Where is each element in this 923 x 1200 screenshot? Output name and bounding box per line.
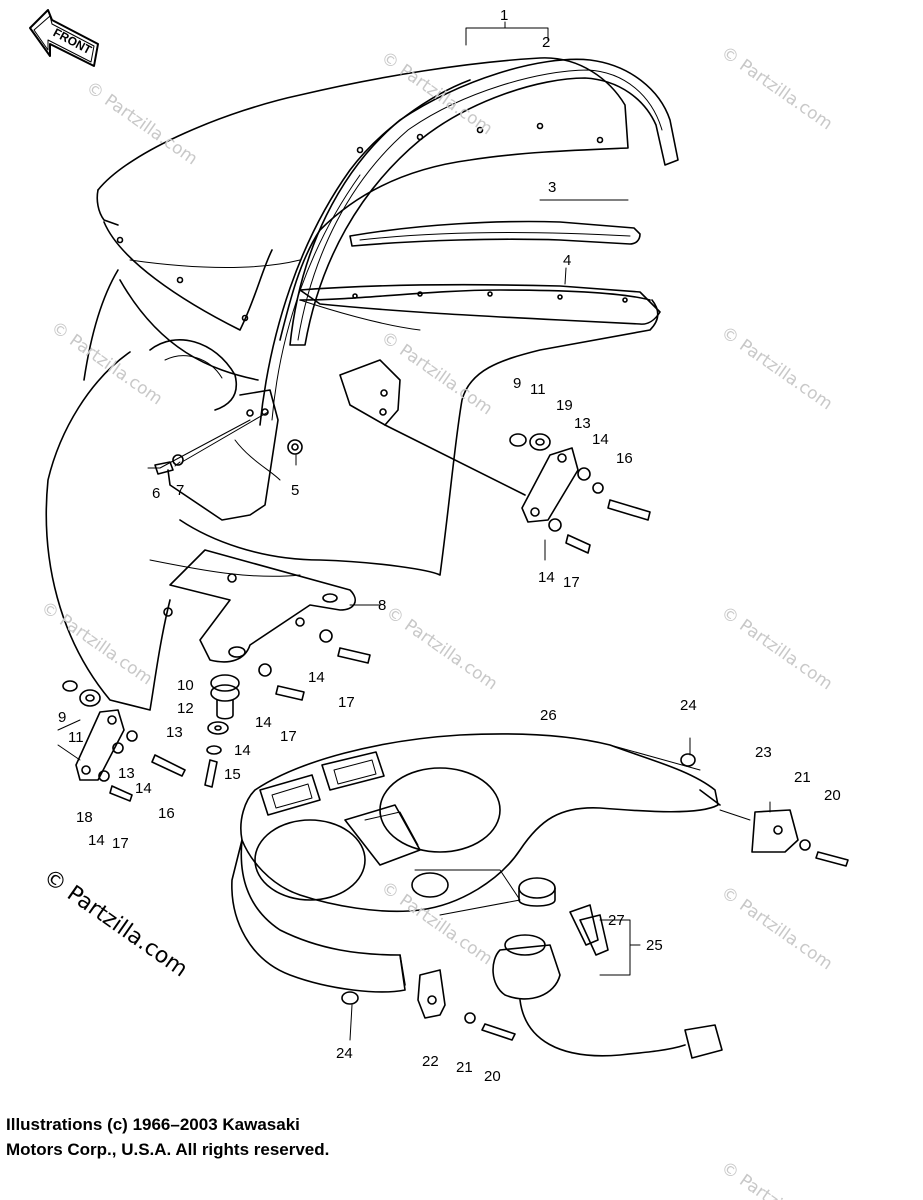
callout-13b: 13 — [166, 724, 183, 741]
bracket-8 — [163, 549, 371, 664]
callout-9a: 9 — [513, 375, 521, 392]
callout-14f: 14 — [135, 780, 152, 797]
callout-6: 6 — [152, 485, 160, 502]
watermark: © Partzilla.com — [37, 598, 156, 690]
end-bracket-right — [719, 809, 849, 867]
callout-14c: 14 — [308, 669, 325, 686]
callout-21a: 21 — [794, 769, 811, 786]
watermark: © Partzilla.com — [382, 603, 501, 695]
callout-24a: 24 — [680, 697, 697, 714]
inner-bracket — [154, 389, 303, 521]
callout-2: 2 — [542, 34, 550, 51]
watermark: © Partzilla.com — [377, 328, 496, 420]
left-mount-hardware — [62, 680, 186, 802]
callout-27: 27 — [608, 912, 625, 929]
callout-5: 5 — [291, 482, 299, 499]
end-bracket-lower — [341, 969, 516, 1041]
callout-17c: 17 — [280, 728, 297, 745]
callout-21b: 21 — [456, 1059, 473, 1076]
callout-14e: 14 — [255, 714, 272, 731]
callout-13c: 13 — [118, 765, 135, 782]
callout-18: 18 — [76, 809, 93, 826]
callout-9b: 9 — [58, 709, 66, 726]
callout-23: 23 — [755, 744, 772, 761]
callout-14d: 14 — [234, 742, 251, 759]
callouts: 1 2 3 4 5 6 7 8 9 11 19 13 14 16 14 17 1… — [58, 7, 841, 1085]
callout-8: 8 — [378, 597, 386, 614]
callout-25: 25 — [646, 937, 663, 954]
callout-10: 10 — [177, 677, 194, 694]
trim-strip-3 — [349, 220, 641, 247]
callout-16b: 16 — [158, 805, 175, 822]
watermark: © Partzilla.com — [717, 323, 836, 415]
callout-15: 15 — [224, 766, 241, 783]
watermark: © Partzilla.com — [717, 603, 836, 695]
copyright-notice: Illustrations (c) 1966–2003 Kawasaki Mot… — [6, 1112, 329, 1162]
callout-14g: 14 — [88, 832, 105, 849]
watermark: © Partzilla.com — [717, 1158, 836, 1200]
copyright-line-2: Motors Corp., U.S.A. All rights reserved… — [6, 1140, 330, 1159]
watermark: © Partzilla.com — [717, 883, 836, 975]
front-arrow-icon — [29, 9, 99, 67]
watermark: © Partzilla.com — [47, 318, 166, 410]
watermarks: © Partzilla.com © Partzilla.com © Partzi… — [37, 43, 836, 1200]
nut-24-upper — [680, 753, 696, 767]
callout-12: 12 — [177, 700, 194, 717]
instrument-panel — [231, 733, 721, 993]
callout-11b: 11 — [68, 729, 84, 746]
grommet-stack — [204, 663, 305, 788]
right-mount-hardware — [339, 359, 651, 554]
callout-20b: 20 — [484, 1068, 501, 1085]
watermark-large: © Partzilla.com — [39, 864, 192, 982]
callout-17d: 17 — [112, 835, 129, 852]
callout-17b: 17 — [338, 694, 355, 711]
callout-14b: 14 — [538, 569, 555, 586]
trim-strip-4 — [299, 284, 661, 325]
callout-17a: 17 — [563, 574, 580, 591]
callout-4: 4 — [563, 252, 571, 269]
leader-lines — [57, 21, 771, 1041]
callout-3: 3 — [548, 179, 556, 196]
callout-26: 26 — [540, 707, 557, 724]
callout-20a: 20 — [824, 787, 841, 804]
callout-1: 1 — [500, 7, 508, 24]
callout-19: 19 — [556, 397, 573, 414]
callout-11a: 11 — [530, 381, 546, 398]
callout-14a: 14 — [592, 431, 609, 448]
callout-13a: 13 — [574, 415, 591, 432]
watermark: © Partzilla.com — [717, 43, 836, 135]
ignition-switch — [492, 877, 723, 1059]
copyright-line-1: Illustrations (c) 1966–2003 Kawasaki — [6, 1115, 300, 1134]
callout-24b: 24 — [336, 1045, 353, 1062]
callout-7: 7 — [176, 482, 184, 499]
callout-16a: 16 — [616, 450, 633, 467]
callout-22: 22 — [422, 1053, 439, 1070]
